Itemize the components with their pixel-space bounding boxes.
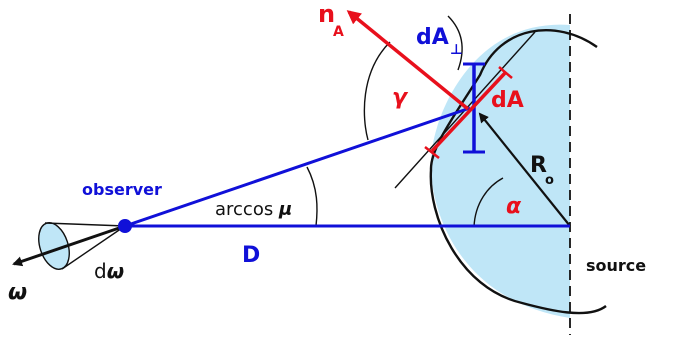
normal-subscript: A: [333, 24, 344, 40]
observer-label: observer: [82, 180, 162, 199]
normal-vector: [346, 10, 470, 111]
alpha-label: α: [506, 194, 522, 219]
radius-label: R: [530, 153, 547, 178]
projected-area-label: dA: [416, 25, 449, 50]
cone-edge-top: [44, 222, 126, 227]
source-label: source: [586, 256, 646, 275]
gamma-arc: [363, 41, 391, 141]
upper-arc: [447, 15, 463, 71]
cone-edge-bottom: [61, 225, 126, 270]
normal-label: n: [318, 0, 335, 28]
surface-element-label: dA: [491, 88, 524, 113]
surface-element: [430, 71, 507, 153]
distance-label: D: [242, 243, 260, 268]
gamma-label: γ: [392, 85, 409, 110]
radius-subscript: o: [545, 173, 554, 188]
radius-line: [478, 112, 571, 227]
solid-angle-label: dω: [94, 259, 124, 283]
omega-label: ω: [8, 280, 27, 305]
mu-arc: [306, 166, 318, 227]
alpha-arc: [473, 177, 504, 228]
surface-element-tick-low: [424, 146, 440, 159]
source-body-outline: [429, 28, 607, 315]
observer-point: [118, 219, 132, 233]
surface-element-tick-high: [498, 66, 513, 79]
arccos-label: arccos μ: [215, 199, 292, 220]
omega-arrow: [12, 224, 126, 267]
line-of-sight: [124, 106, 471, 228]
projected-area-subscript: ⊥: [450, 42, 463, 58]
